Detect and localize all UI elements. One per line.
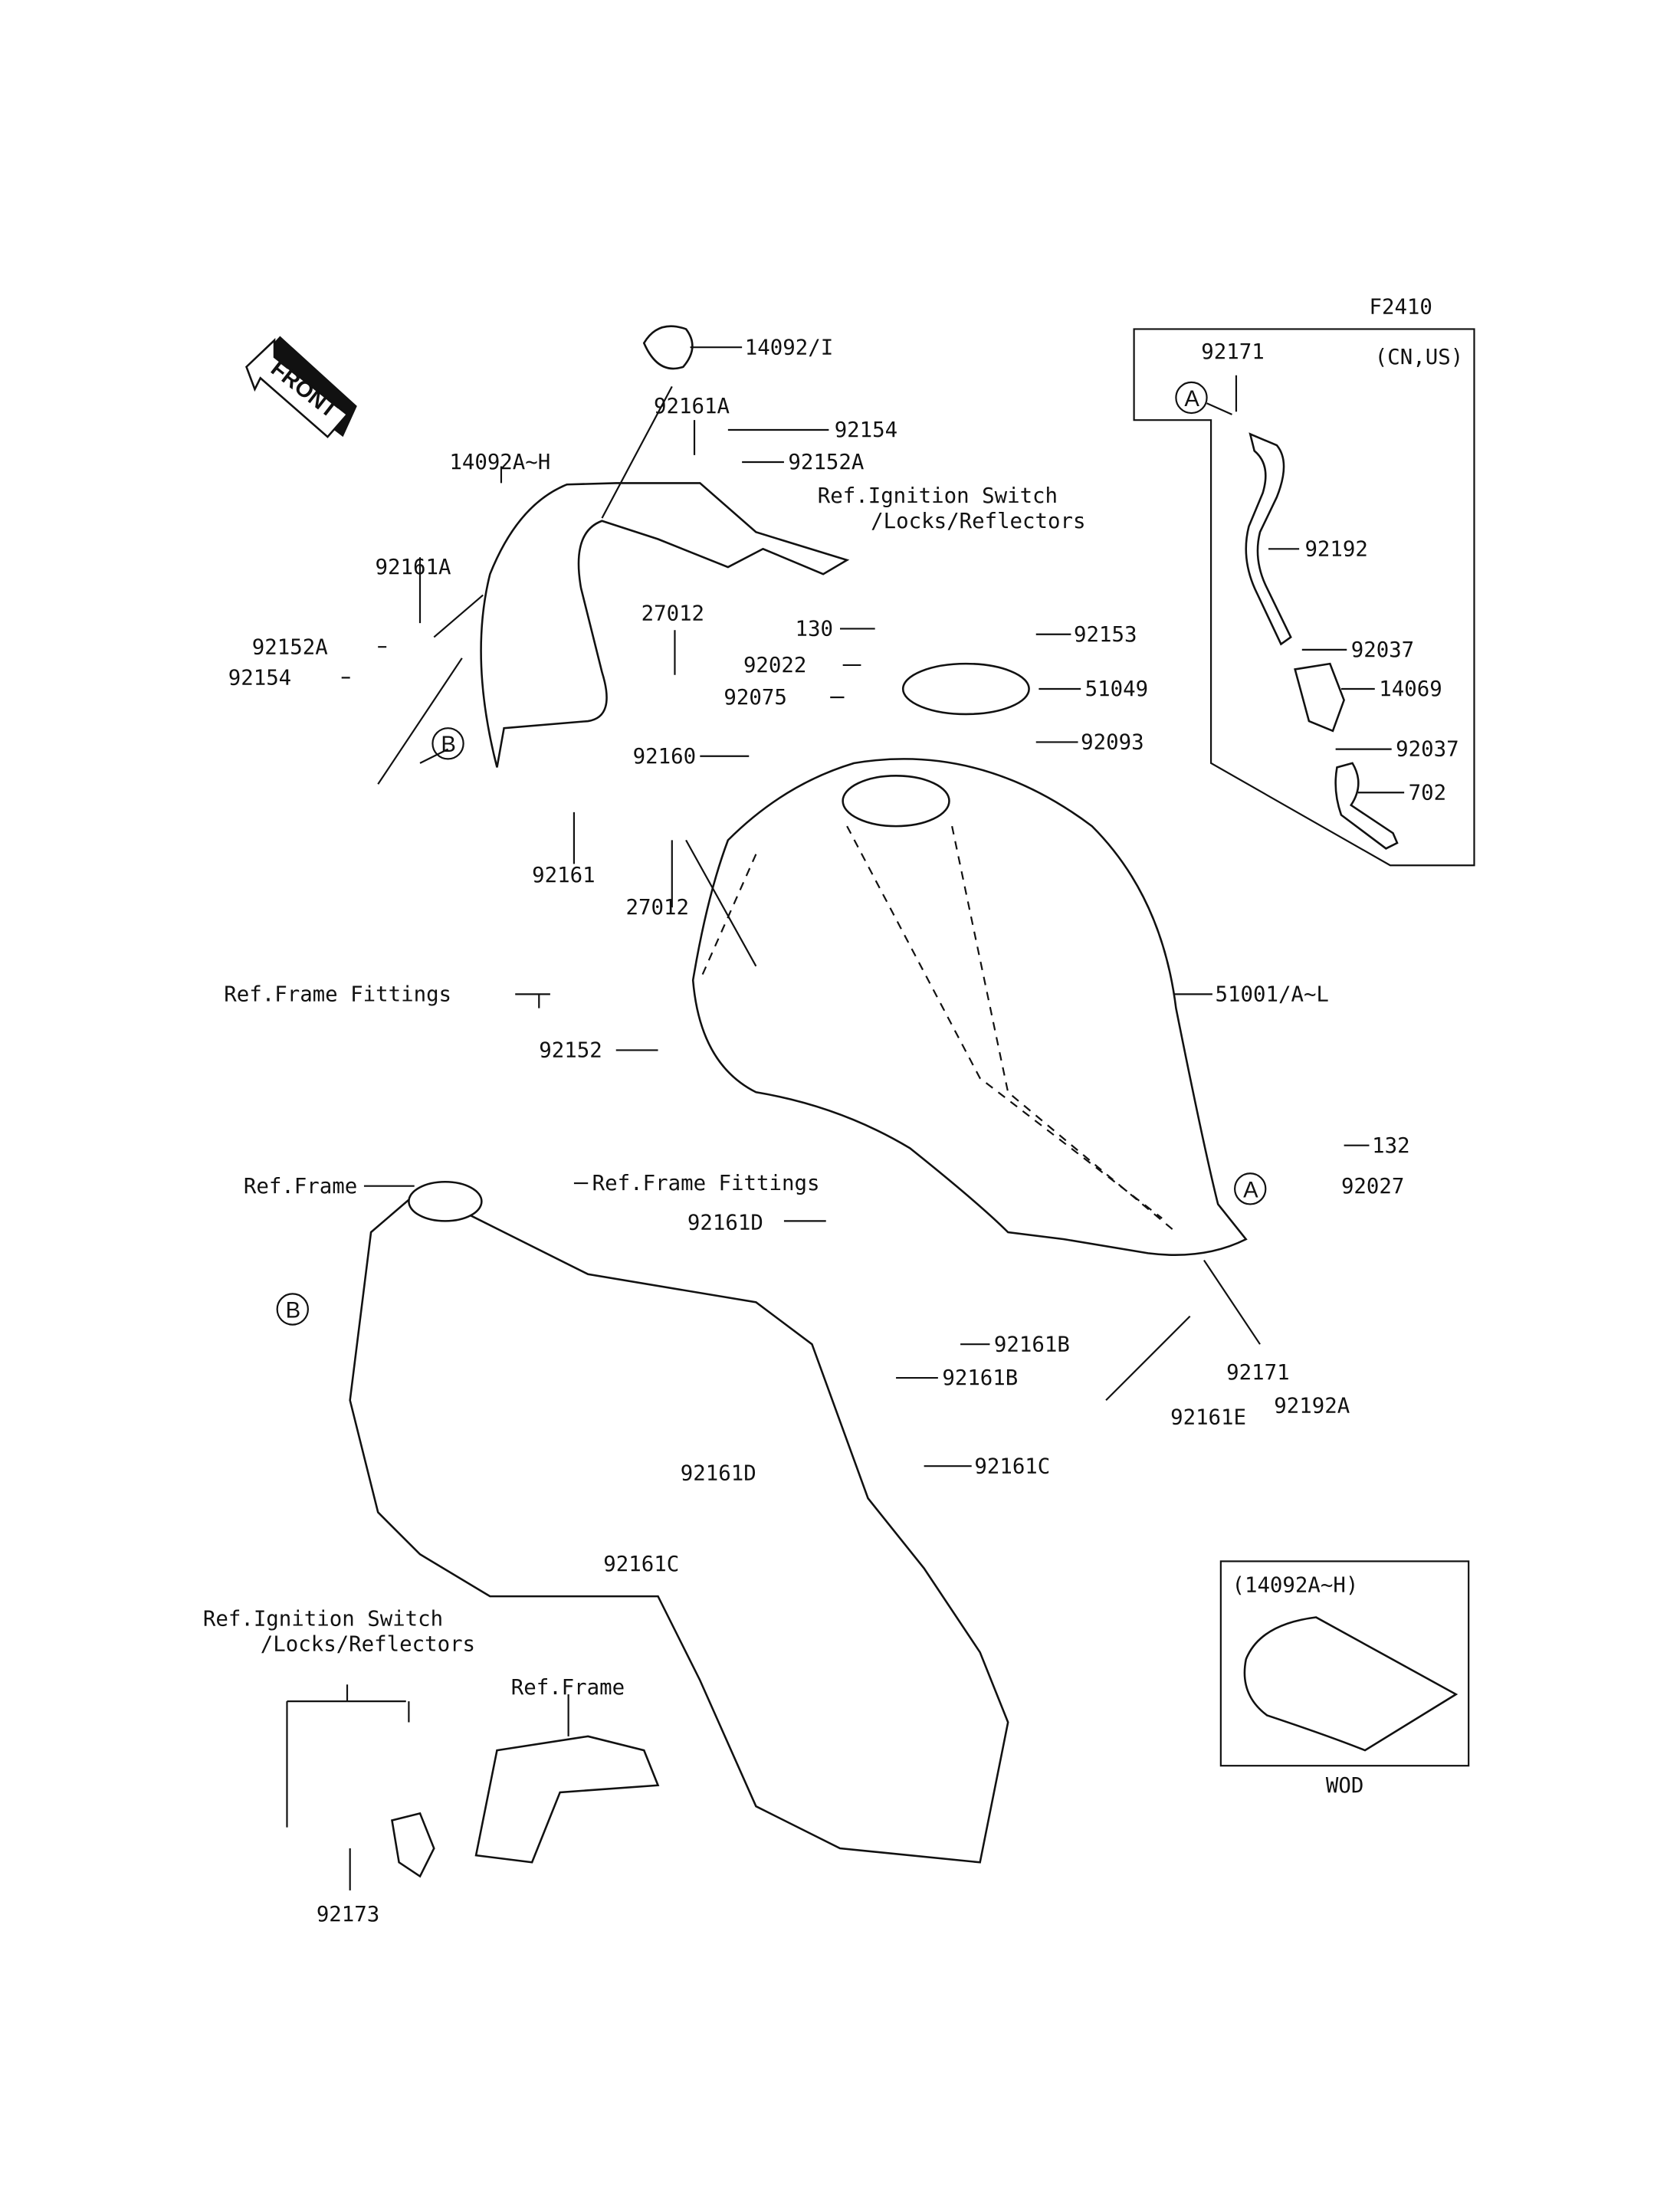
callout-a-inset-text: A — [1184, 387, 1199, 412]
label-ref-ignition-3: Ref.Ignition Switch — [203, 1607, 443, 1631]
label-92161D-b: 92161D — [681, 1461, 756, 1485]
label-92037-b: 92037 — [1396, 738, 1459, 762]
label-27012-b: 27012 — [626, 896, 689, 920]
label-92152A-left: 92152A — [252, 635, 328, 659]
fuel-cap-14092I — [642, 325, 694, 370]
label-92161D-a: 92161D — [687, 1211, 763, 1235]
diagram-code: F2410 — [1369, 295, 1432, 319]
callout-b-top — [431, 727, 464, 760]
label-92192: 92192 — [1304, 537, 1367, 561]
label-702: 702 — [1409, 781, 1446, 805]
label-ref-ignition-1: Ref.Ignition Switch — [818, 484, 1058, 508]
label-130: 130 — [796, 618, 833, 641]
fuel-tank-51001 — [691, 758, 1248, 1256]
front-arrow-icon: FRONT — [244, 336, 357, 438]
label-92154-left: 92154 — [228, 667, 291, 690]
label-14092AH: 14092A~H — [449, 451, 550, 474]
label-51001: 51001/A~L — [1216, 983, 1329, 1007]
callout-b-frame-text: B — [286, 1298, 300, 1323]
label-92022: 92022 — [743, 654, 806, 677]
hose-92192 — [1245, 432, 1292, 646]
frame-ring — [408, 1180, 483, 1222]
seat-inset-drawing — [1243, 1616, 1459, 1752]
label-92152A-top: 92152A — [788, 451, 864, 474]
hose-702 — [1334, 762, 1399, 850]
label-92171: 92171 — [1226, 1361, 1289, 1385]
frame — [349, 1189, 1009, 1864]
label-92161C-b: 92161C — [603, 1553, 679, 1576]
label-92161C-a: 92161C — [974, 1454, 1050, 1478]
label-92075: 92075 — [724, 686, 786, 710]
callout-a-inset — [1175, 381, 1208, 415]
label-92161E: 92161E — [1170, 1405, 1246, 1429]
label-92093: 92093 — [1081, 731, 1144, 755]
label-14092I: 14092/I — [745, 336, 833, 359]
label-92152: 92152 — [539, 1039, 602, 1063]
label-14069: 14069 — [1379, 677, 1442, 701]
label-92153: 92153 — [1074, 623, 1137, 647]
label-92161A-top: 92161A — [654, 395, 730, 418]
frame-bracket — [474, 1735, 660, 1864]
seat-cowl-14092 — [480, 482, 850, 768]
cap-ring-51049 — [901, 662, 1030, 716]
label-92161B-b: 92161B — [942, 1366, 1018, 1390]
label-ref-ignition-2: /Locks/Reflectors — [871, 510, 1085, 533]
label-92161B-a: 92161B — [994, 1333, 1070, 1356]
seat-inset-title: (14092A~H) — [1232, 1574, 1358, 1598]
callout-b-top-text: B — [441, 733, 455, 757]
callout-a-tank — [1234, 1172, 1267, 1205]
label-92154-top: 92154 — [835, 418, 897, 442]
label-132: 132 — [1372, 1134, 1409, 1158]
label-51049: 51049 — [1085, 677, 1148, 701]
callout-a-tank-text: A — [1243, 1178, 1258, 1202]
label-92037-a: 92037 — [1351, 638, 1414, 662]
inset-box — [1133, 328, 1475, 867]
switch-bracket — [391, 1812, 435, 1878]
label-92027: 92027 — [1341, 1175, 1404, 1199]
label-92161A-left: 92161A — [376, 556, 451, 579]
label-ref-frame-fittings-2: Ref.Frame Fittings — [592, 1172, 820, 1195]
filter-14069 — [1294, 662, 1345, 733]
label-ref-ignition-4: /Locks/Reflectors — [261, 1632, 475, 1656]
seat-inset-box — [1219, 1560, 1470, 1767]
label-92173: 92173 — [317, 1903, 379, 1926]
inset-region-label: (CN,US) — [1375, 346, 1463, 369]
label-92161: 92161 — [532, 864, 595, 887]
label-92192A: 92192A — [1274, 1395, 1350, 1418]
filler-neck — [842, 775, 950, 828]
seat-inset-caption: WOD — [1326, 1774, 1363, 1798]
label-92160: 92160 — [633, 745, 696, 769]
label-ref-frame-fittings-1: Ref.Frame Fittings — [224, 983, 451, 1007]
label-ref-frame-1: Ref.Frame — [244, 1175, 357, 1199]
label-92171-inset: 92171 — [1201, 340, 1264, 364]
callout-b-frame — [276, 1293, 309, 1326]
label-27012-a: 27012 — [641, 602, 704, 625]
label-ref-frame-2: Ref.Frame — [511, 1676, 625, 1700]
